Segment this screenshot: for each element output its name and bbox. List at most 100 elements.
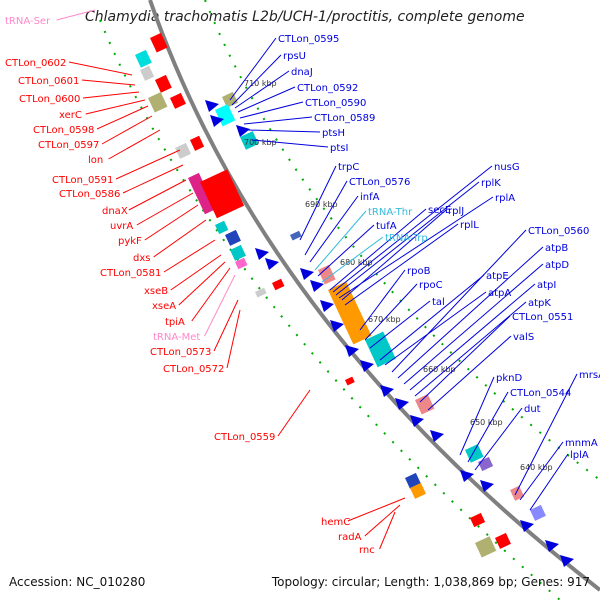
leader-line	[379, 511, 396, 550]
gc-skew-dots	[99, 0, 600, 600]
gene-block	[215, 220, 229, 235]
leader-line	[108, 129, 161, 160]
gene-label-right: CTLon_0590	[305, 98, 366, 109]
label-leaders	[56, 9, 578, 550]
gene-arrow	[310, 280, 324, 292]
gene-arrow	[236, 125, 250, 137]
gene-label-right: rplA	[495, 193, 515, 204]
gene-arrow	[345, 345, 359, 357]
leader-line	[467, 391, 509, 463]
gene-arrow	[545, 540, 559, 552]
gene-block	[239, 131, 259, 150]
gene-block	[318, 264, 336, 285]
leader-line	[239, 101, 304, 119]
backbone-arc	[148, 0, 600, 592]
gene-block	[415, 394, 435, 415]
gene-label-right: mnmA	[565, 438, 598, 449]
gene-label-right: rplJ	[448, 206, 464, 217]
gene-block	[224, 229, 241, 246]
leader-line	[529, 453, 569, 511]
leader-line	[277, 389, 311, 437]
gene-arrow	[320, 300, 334, 312]
leader-line	[309, 195, 359, 263]
gene-arrow	[560, 555, 574, 567]
gene-label-right: tRNA-Trp	[385, 233, 428, 244]
leader-line	[231, 54, 282, 106]
gene-arrow	[330, 320, 344, 332]
gene-arrow	[410, 415, 424, 427]
gene-arrow	[360, 360, 374, 372]
leader-line	[329, 208, 427, 291]
gene-label-left: CTLon_0600	[19, 94, 80, 105]
gene-label-left: CTLon_0591	[52, 175, 113, 186]
gene-label-left: radA	[338, 532, 362, 543]
gene-label-left: CTLon_0573	[150, 347, 211, 358]
leader-line	[359, 269, 406, 331]
leader-line	[153, 219, 207, 258]
leader-line	[229, 37, 277, 101]
gene-label-right: nusG	[494, 162, 520, 173]
leader-line	[332, 165, 493, 293]
gene-label-right: dnaJ	[291, 67, 313, 78]
leader-line	[379, 274, 485, 361]
gene-label-left: CTLon_0572	[163, 364, 224, 375]
gene-block	[139, 65, 155, 81]
gene-label-left: tpiA	[165, 317, 185, 328]
gene-label-right: dut	[524, 404, 541, 415]
kbp-marker: 660 kbp	[423, 365, 456, 374]
kbp-marker: 700 kbp	[244, 138, 277, 147]
gene-arrow	[460, 470, 474, 482]
gene-block	[150, 32, 168, 53]
map-title: Chlamydia trachomatis L2b/UCH-1/proctiti…	[85, 9, 525, 25]
leader-line	[178, 261, 226, 306]
gene-block	[235, 257, 248, 270]
leader-line	[419, 315, 511, 403]
gene-label-left: CTLon_0601	[18, 76, 79, 87]
leader-line	[459, 376, 495, 456]
gene-label-left: tRNA-Met	[153, 332, 200, 343]
leader-line	[251, 139, 329, 148]
gene-block	[475, 536, 497, 558]
gene-label-right: tal	[432, 297, 445, 308]
leader-line	[163, 239, 216, 273]
leader-line	[344, 223, 459, 306]
leader-line	[414, 301, 527, 397]
leader-line	[237, 86, 296, 113]
leader-line	[56, 9, 96, 21]
gene-label-right: atpB	[545, 243, 568, 254]
gene-label-right: lplA	[570, 450, 589, 461]
leader-line	[364, 283, 418, 341]
gc-ring-1	[204, 0, 600, 481]
leader-line	[191, 267, 231, 322]
leader-line	[384, 291, 487, 366]
kbp-marker: 640 kbp	[520, 463, 553, 472]
gene-label-left: CTLon_0586	[59, 189, 120, 200]
gene-label-left: dnaX	[102, 206, 128, 217]
leader-line	[136, 192, 194, 226]
gene-block	[200, 169, 245, 219]
gene-label-right: rpsU	[283, 51, 306, 62]
gene-label-left: xerC	[59, 110, 82, 121]
gene-label-right: CTLon_0544	[510, 388, 571, 399]
leader-line	[299, 165, 337, 241]
leader-line	[369, 300, 431, 349]
gene-block	[290, 230, 302, 241]
gene-label-left: CTLon_0559	[214, 432, 275, 443]
gene-label-left: lon	[88, 155, 103, 166]
gene-label-right: infA	[360, 192, 380, 203]
gene-label-right: tRNA-Thr	[368, 207, 413, 218]
gene-label-right: trpC	[338, 162, 359, 173]
gene-block	[155, 74, 172, 93]
gene-label-right: secE	[428, 205, 451, 216]
gene-arrow	[380, 385, 394, 397]
gene-arrow	[395, 398, 409, 410]
gene-arrow	[205, 100, 219, 112]
leader-line	[68, 61, 133, 76]
leader-line	[96, 105, 149, 130]
gene-label-right: CTLon_0589	[314, 113, 375, 124]
gene-label-right: CTLon_0560	[528, 226, 589, 237]
leader-line	[409, 283, 536, 391]
gene-block	[469, 512, 486, 528]
gene-label-right: ptsH	[322, 128, 345, 139]
leader-line	[243, 116, 313, 125]
